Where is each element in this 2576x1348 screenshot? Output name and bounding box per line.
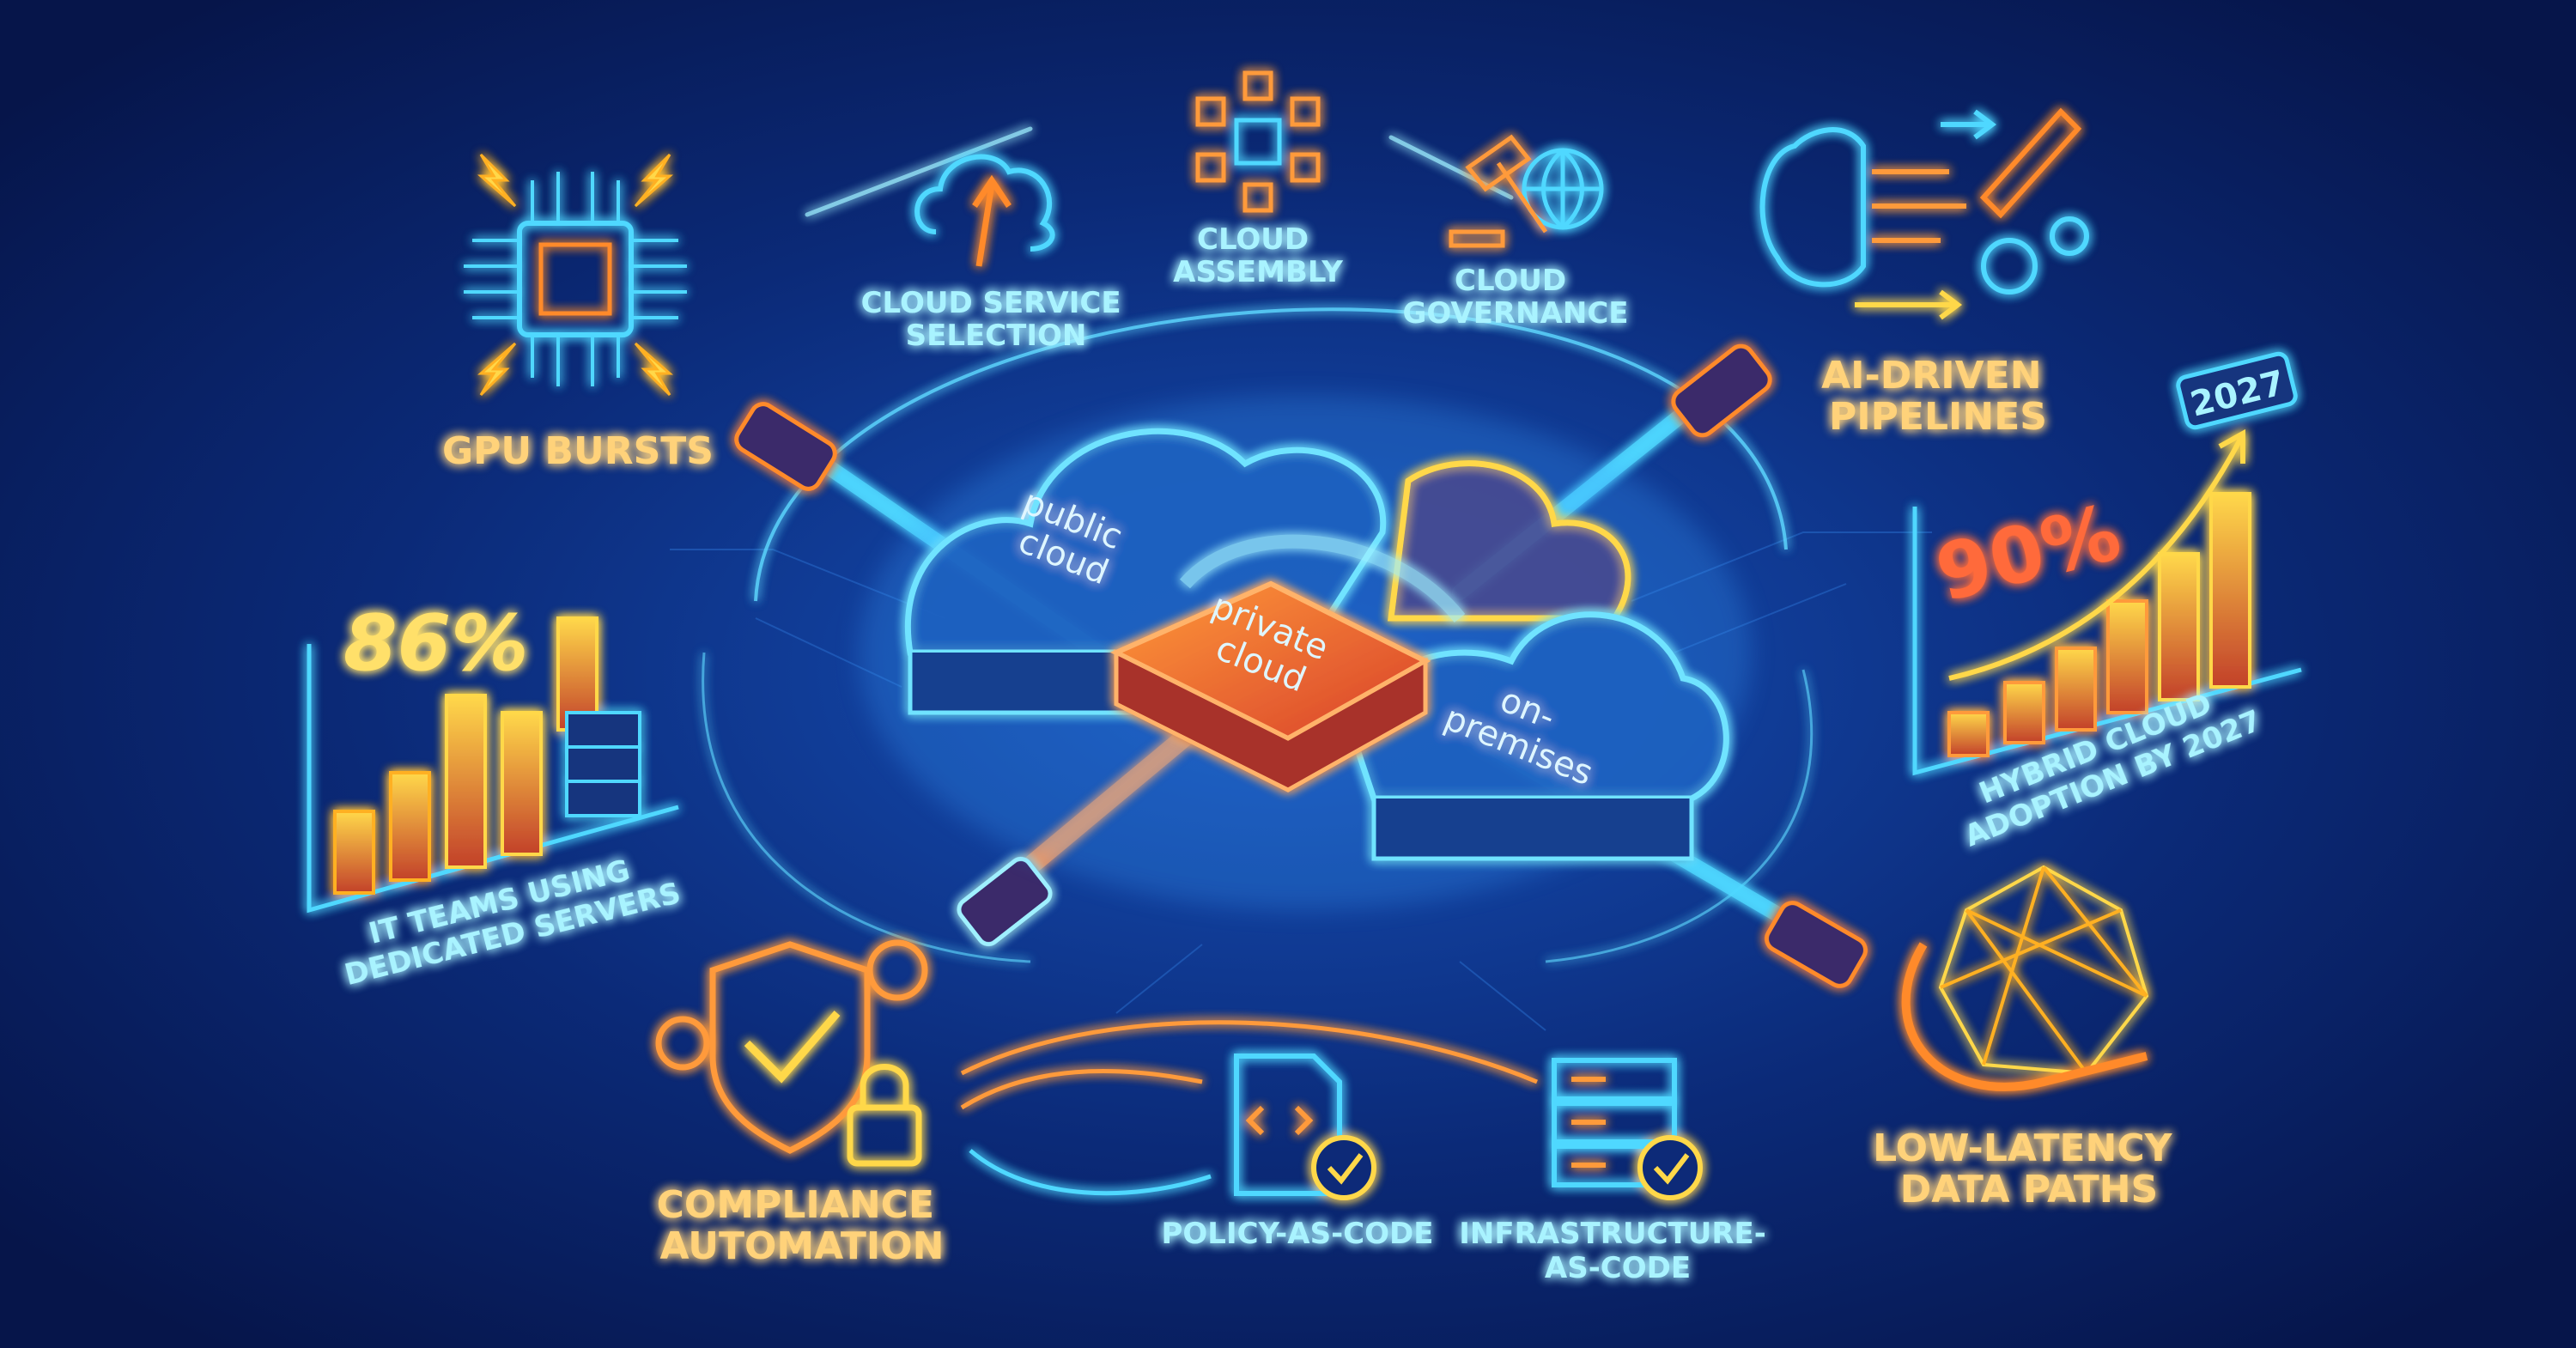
- cloud-governance-label: CLOUD: [1455, 264, 1566, 298]
- compliance-automation-label: COMPLIANCE: [657, 1183, 934, 1227]
- ai-driven-pipelines-label: AI-DRIVEN: [1821, 354, 2041, 398]
- cloud-assembly: CLOUD ASSEMBLY: [1173, 70, 1343, 289]
- gavel-globe-icon: [1449, 134, 1604, 248]
- cube-network-icon: [1195, 70, 1321, 213]
- code-document-check-icon: [1234, 1054, 1376, 1200]
- server-stack-check-icon: [1552, 1058, 1703, 1200]
- low-latency-label: DATA PATHS: [1900, 1168, 2159, 1211]
- infrastructure-as-code: INFRASTRUCTURE- AS-CODE: [1459, 1058, 1776, 1285]
- low-latency-label: LOW-LATENCY: [1873, 1126, 2173, 1170]
- yellow-cloud-shape: [1388, 460, 1631, 622]
- on-premises-shape: on- premises: [1353, 611, 1729, 861]
- growth-chart-icon: [1912, 351, 2302, 776]
- cloud-assembly-label: ASSEMBLY: [1173, 255, 1343, 289]
- bar-chart-server-icon: [307, 616, 679, 914]
- brain-rocket-icon: [1759, 107, 2089, 320]
- infrastructure-as-code-label: AS-CODE: [1545, 1251, 1691, 1285]
- cloud-service-selection-label: CLOUD SERVICE: [861, 286, 1121, 320]
- workflow-arrows: [960, 1020, 1538, 1196]
- cloud-upload-icon: [914, 154, 1055, 267]
- fiber-network-icon: [1901, 865, 2149, 1091]
- ai-driven-pipelines: AI-DRIVEN PIPELINES: [1759, 107, 2089, 439]
- cloud-link-bridge: [1179, 534, 1466, 623]
- low-latency-data-paths: LOW-LATENCY DATA PATHS: [1873, 865, 2185, 1211]
- cable-connectors: [734, 343, 1868, 988]
- gpu-chip-icon: [464, 153, 687, 397]
- svg-text:INFRASTRUCTURE- AS-CODE: INFRASTRUCTURE- AS-CODE: [1459, 1217, 1776, 1285]
- central-hybrid-cloud: public cloud on- premises private cloud: [859, 395, 1752, 910]
- cloud-governance-label: GOVERNANCE: [1402, 296, 1628, 331]
- compliance-automation: COMPLIANCE AUTOMATION: [655, 939, 948, 1268]
- cloud-governance: CLOUD GOVERNANCE: [1402, 134, 1629, 331]
- shield-check-lock-icon: [655, 939, 928, 1167]
- compliance-automation-label: AUTOMATION: [660, 1224, 945, 1268]
- svg-text:COMPLIANCE AUTOMATION: COMPLIANCE AUTOMATION: [657, 1183, 948, 1268]
- cloud-service-selection: CLOUD SERVICE SELECTION: [861, 154, 1132, 353]
- svg-text:AI-DRIVEN PIPELINES: AI-DRIVEN PIPELINES: [1821, 354, 2055, 439]
- cloud-assembly-label: CLOUD: [1197, 222, 1309, 257]
- svg-text:CLOUD ASSEMBLY: CLOUD ASSEMBLY: [1173, 222, 1343, 289]
- gpu-bursts: GPU BURSTS: [442, 153, 714, 473]
- cloud-service-selection-label: SELECTION: [906, 319, 1087, 353]
- svg-text:LOW-LATENCY DATA PATHS: LOW-LATENCY DATA PATHS: [1873, 1126, 2185, 1211]
- policy-as-code-label: POLICY-AS-CODE: [1161, 1217, 1433, 1251]
- svg-text:CLOUD SERVICE SELECTION: CLOUD SERVICE SELECTION: [861, 286, 1132, 353]
- policy-as-code: POLICY-AS-CODE: [1161, 1054, 1434, 1251]
- svg-text:CLOUD GOVERNANCE: CLOUD GOVERNANCE: [1402, 264, 1628, 331]
- dedicated-servers-percent: 86%: [343, 598, 528, 689]
- gpu-bursts-label: GPU BURSTS: [442, 429, 714, 473]
- ai-driven-pipelines-label: PIPELINES: [1829, 395, 2047, 439]
- infrastructure-as-code-label: INFRASTRUCTURE-: [1459, 1217, 1766, 1251]
